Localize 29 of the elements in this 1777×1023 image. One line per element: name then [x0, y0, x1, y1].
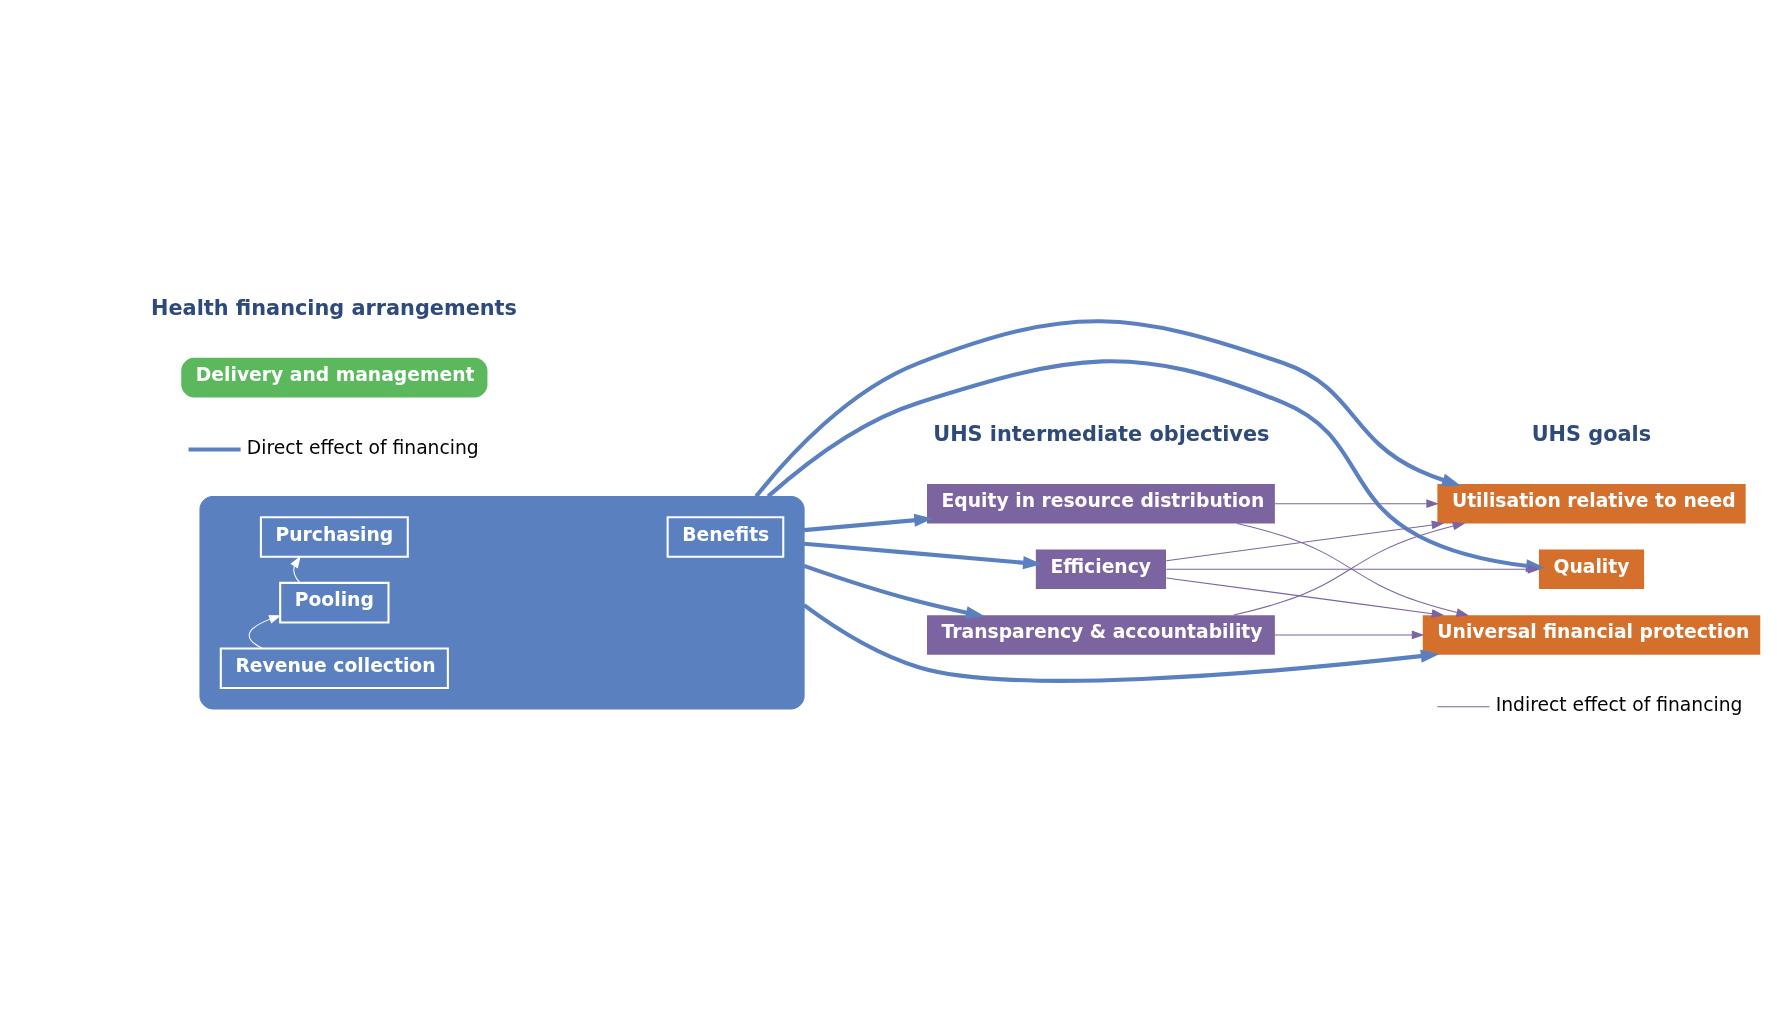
legend-label: Direct effect of financing [246, 437, 479, 459]
node-box: Efficiency [1035, 549, 1167, 590]
label: UHS intermediate objectives [933, 422, 1270, 447]
arrow [803, 563, 985, 620]
node-box: Delivery and management [181, 357, 488, 398]
arrow [1165, 520, 1445, 562]
arrow [754, 319, 1461, 498]
arrow [290, 555, 301, 584]
arrow [1165, 564, 1541, 574]
arrow [1274, 499, 1439, 509]
node-box: Purchasing [259, 516, 409, 558]
node-box: Equity in resource distribution [927, 483, 1275, 524]
node-box: Quality [1538, 549, 1645, 590]
cluster [199, 495, 805, 710]
node-box: Pooling [279, 581, 390, 624]
label: UHS goals [1531, 422, 1652, 447]
label: Health financing arrangements [151, 296, 517, 321]
node-box: Universal financial protection [1422, 615, 1761, 655]
node-box: Benefits [666, 516, 785, 558]
arrow [1274, 630, 1425, 640]
node-box: Transparency & accountability [927, 615, 1275, 655]
arrow [1165, 577, 1445, 618]
legend-label: Indirect effect of financing [1495, 694, 1743, 716]
node-box: Revenue collection [219, 647, 449, 690]
arrow [802, 603, 1440, 683]
arrow [248, 615, 282, 649]
arrow [803, 513, 934, 533]
arrow [803, 541, 1042, 570]
node-box: Utilisation relative to need [1437, 483, 1746, 524]
